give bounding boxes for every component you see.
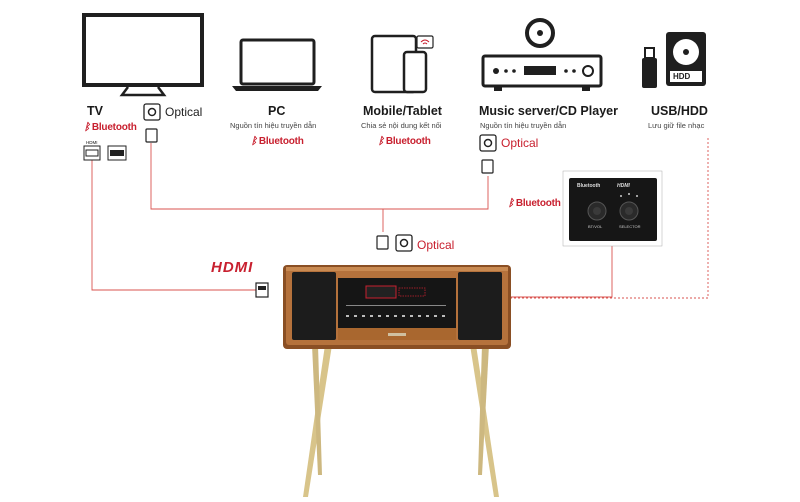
mobile-subtitle: Chia sẻ nội dung kết nối	[361, 121, 442, 130]
tv-hdmi-port-icon	[83, 145, 101, 161]
receiver-bluetooth-text: Bluetooth	[577, 183, 601, 189]
cd-optical-plug-icon	[481, 159, 494, 174]
usb-hdd-title: USB/HDD	[651, 104, 708, 118]
mobile-bluetooth-label: ᛒ Bluetooth	[378, 136, 431, 147]
center-optical-label: Optical	[417, 238, 455, 252]
bluetooth-icon: ᛒ	[251, 136, 257, 147]
bluetooth-icon: ᛒ	[84, 122, 90, 133]
music-server-title: Music server/CD Player	[479, 104, 618, 118]
tv-hdmi-line	[91, 160, 256, 291]
tv-optical-line	[150, 143, 384, 232]
usb-hdd-subtitle: Lưu giữ file nhạc	[648, 121, 705, 130]
center-optical-plug-icon	[376, 235, 389, 250]
wifi-icon	[416, 35, 434, 49]
cd-player-icon	[481, 54, 603, 91]
receiver-bluetooth-label: ᛒ Bluetooth	[508, 198, 561, 209]
receiver-panel	[562, 170, 663, 247]
tv-icon	[82, 13, 204, 97]
tv-optical-plug-icon	[145, 128, 158, 143]
console-device	[283, 265, 511, 497]
tv-title: TV	[87, 104, 103, 118]
pc-bluetooth-label: ᛒ Bluetooth	[251, 136, 304, 147]
hdmi-logo: HDMI	[211, 259, 254, 276]
hdd-label: HDD	[673, 72, 691, 81]
pc-title: PC	[268, 104, 286, 118]
tv-optical-label: Optical	[165, 105, 203, 119]
bluetooth-icon: ᛒ	[508, 198, 514, 209]
usb-dashed-line	[510, 138, 709, 299]
mobile-title: Mobile/Tablet	[363, 104, 442, 118]
connection-lines	[91, 138, 709, 299]
hdd-icon	[666, 32, 706, 86]
pc-subtitle: Nguồn tín hiệu truyền dẫn	[230, 121, 317, 130]
tv-bluetooth-label: ᛒ Bluetooth	[84, 122, 137, 133]
cd-optical-port-icon	[479, 134, 497, 152]
leg-back-right	[478, 345, 489, 475]
tv-optical-port-icon	[143, 103, 161, 121]
tv-port-label: HDMI	[86, 140, 98, 145]
phone-icon	[402, 50, 428, 94]
leg-back-left	[312, 345, 322, 475]
music-server-optical-label: Optical	[501, 136, 539, 150]
music-server-subtitle: Nguồn tín hiệu truyền dẫn	[480, 121, 567, 130]
laptop-icon	[232, 38, 322, 91]
hdmi-plug-icon	[255, 282, 269, 298]
receiver-hdmi-text: HDMI	[617, 183, 630, 189]
cd-optical-line	[383, 176, 489, 210]
bluetooth-icon: ᛒ	[378, 136, 384, 147]
tv-hdmi-port-2-icon	[107, 145, 127, 161]
receiver-vol-text: BT/VOL	[588, 224, 603, 229]
usb-icon	[642, 47, 657, 88]
cd-icon	[525, 18, 555, 48]
bt-receiver-line	[510, 246, 613, 298]
receiver-selector-text: SELECTOR	[619, 224, 641, 229]
center-optical-port-icon	[395, 234, 413, 252]
